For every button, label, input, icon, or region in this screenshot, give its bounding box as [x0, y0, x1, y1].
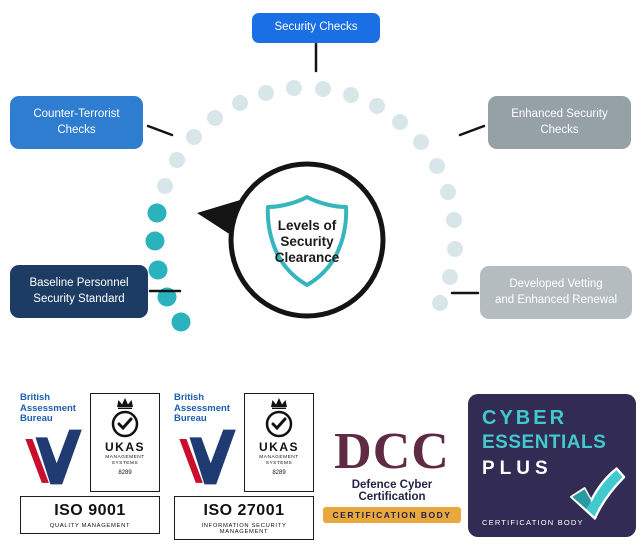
arc-dot — [343, 87, 359, 103]
node-baseline-personnel-security-standard: Baseline Personnel Security Standard — [10, 265, 148, 318]
iso-category-label: INFORMATION SECURITY MANAGEMENT — [201, 523, 287, 535]
node-counter-terrorist-checks: Counter-Terrorist Checks — [10, 96, 143, 149]
crown-icon — [271, 398, 287, 409]
bab-checkmark-icon — [25, 429, 82, 485]
arc-dot — [440, 184, 456, 200]
iso-category-label: QUALITY MANAGEMENT — [49, 523, 131, 529]
ce-certification-body-label: CERTIFICATION BODY — [482, 518, 584, 527]
check-circle-icon — [111, 410, 139, 438]
iso-standard-box: ISO 9001 QUALITY MANAGEMENT — [20, 496, 160, 534]
bureau-name: British Assessment Bureau — [174, 392, 230, 425]
diagram-canvas: Levels of Security Clearance — [145, 42, 486, 332]
center-label-line2: Security — [280, 234, 334, 249]
ce-checkmark-icon — [570, 467, 626, 520]
arc-dot — [171, 312, 191, 332]
arc-dot — [258, 85, 274, 101]
ukas-subtitle: MANAGEMENT SYSTEMS — [105, 455, 145, 467]
iso-27001-badge: British Assessment Bureau UKAS MANAGEMEN… — [174, 392, 314, 540]
ce-word-essentials: ESSENTIALS — [482, 432, 607, 453]
arc-dot — [369, 98, 385, 114]
arc-dot — [147, 203, 167, 223]
arc-dot — [429, 158, 445, 174]
ukas-number: 8289 — [118, 469, 132, 476]
connector-line — [146, 124, 174, 137]
iso-standard-box: ISO 27001 INFORMATION SECURITY MANAGEMEN… — [174, 496, 314, 540]
arc-dot — [148, 260, 168, 280]
dcc-acronym: DCC — [334, 423, 450, 480]
ukas-number: 8289 — [272, 469, 286, 476]
center-label-line1: Levels of — [278, 218, 337, 233]
dcc-certification-banner: CERTIFICATION BODY — [323, 506, 461, 523]
arc-dot — [315, 81, 331, 97]
arc-dot — [392, 114, 408, 130]
iso-standard-label: ISO 27001 — [203, 502, 285, 519]
arc-dot — [186, 129, 202, 145]
ce-word-plus: PLUS — [482, 458, 553, 479]
arc-dot — [286, 80, 302, 96]
arc-dot — [232, 95, 248, 111]
arc-dot — [442, 269, 458, 285]
ukas-subtitle: MANAGEMENT SYSTEMS — [259, 455, 299, 467]
arc-dot — [432, 295, 448, 311]
ce-word-cyber: CYBER — [482, 407, 568, 429]
ukas-mark: UKAS MANAGEMENT SYSTEMS 8289 — [90, 393, 160, 492]
center-label-line3: Clearance — [275, 250, 340, 265]
node-enhanced-security-checks: Enhanced Security Checks — [488, 96, 631, 149]
arc-dot — [207, 110, 223, 126]
ukas-mark: UKAS MANAGEMENT SYSTEMS 8289 — [244, 393, 314, 492]
ukas-label: UKAS — [258, 440, 299, 454]
arc-dot — [447, 241, 463, 257]
iso-standard-label: ISO 9001 — [54, 502, 126, 519]
connector-line — [458, 124, 486, 137]
dots-arc — [145, 80, 463, 332]
cyber-essentials-plus-badge: CYBER ESSENTIALS PLUS CERTIFICATION BODY — [468, 394, 636, 537]
node-developed-vetting-enhanced-renewal: Developed Vetting and Enhanced Renewal — [480, 266, 632, 319]
dcc-badge: DCC Defence Cyber Certification CERTIFIC… — [323, 423, 461, 523]
dcc-name: Defence Cyber Certification — [351, 478, 433, 503]
bab-checkmark-icon — [179, 429, 236, 485]
arc-dot — [413, 134, 429, 150]
security-clearance-diagram: Levels of Security Clearance Security Ch… — [10, 13, 632, 332]
arc-dot — [145, 231, 165, 251]
arc-dot — [157, 178, 173, 194]
arc-dot — [169, 152, 185, 168]
node-security-checks: Security Checks — [252, 13, 380, 43]
iso-9001-badge: British Assessment Bureau UKAS MANAGEMEN… — [20, 392, 160, 534]
crown-icon — [117, 398, 133, 409]
arc-dot — [446, 212, 462, 228]
bureau-name: British Assessment Bureau — [20, 392, 76, 425]
ukas-label: UKAS — [104, 440, 145, 454]
check-circle-icon — [265, 410, 293, 438]
shield-icon — [265, 195, 349, 287]
